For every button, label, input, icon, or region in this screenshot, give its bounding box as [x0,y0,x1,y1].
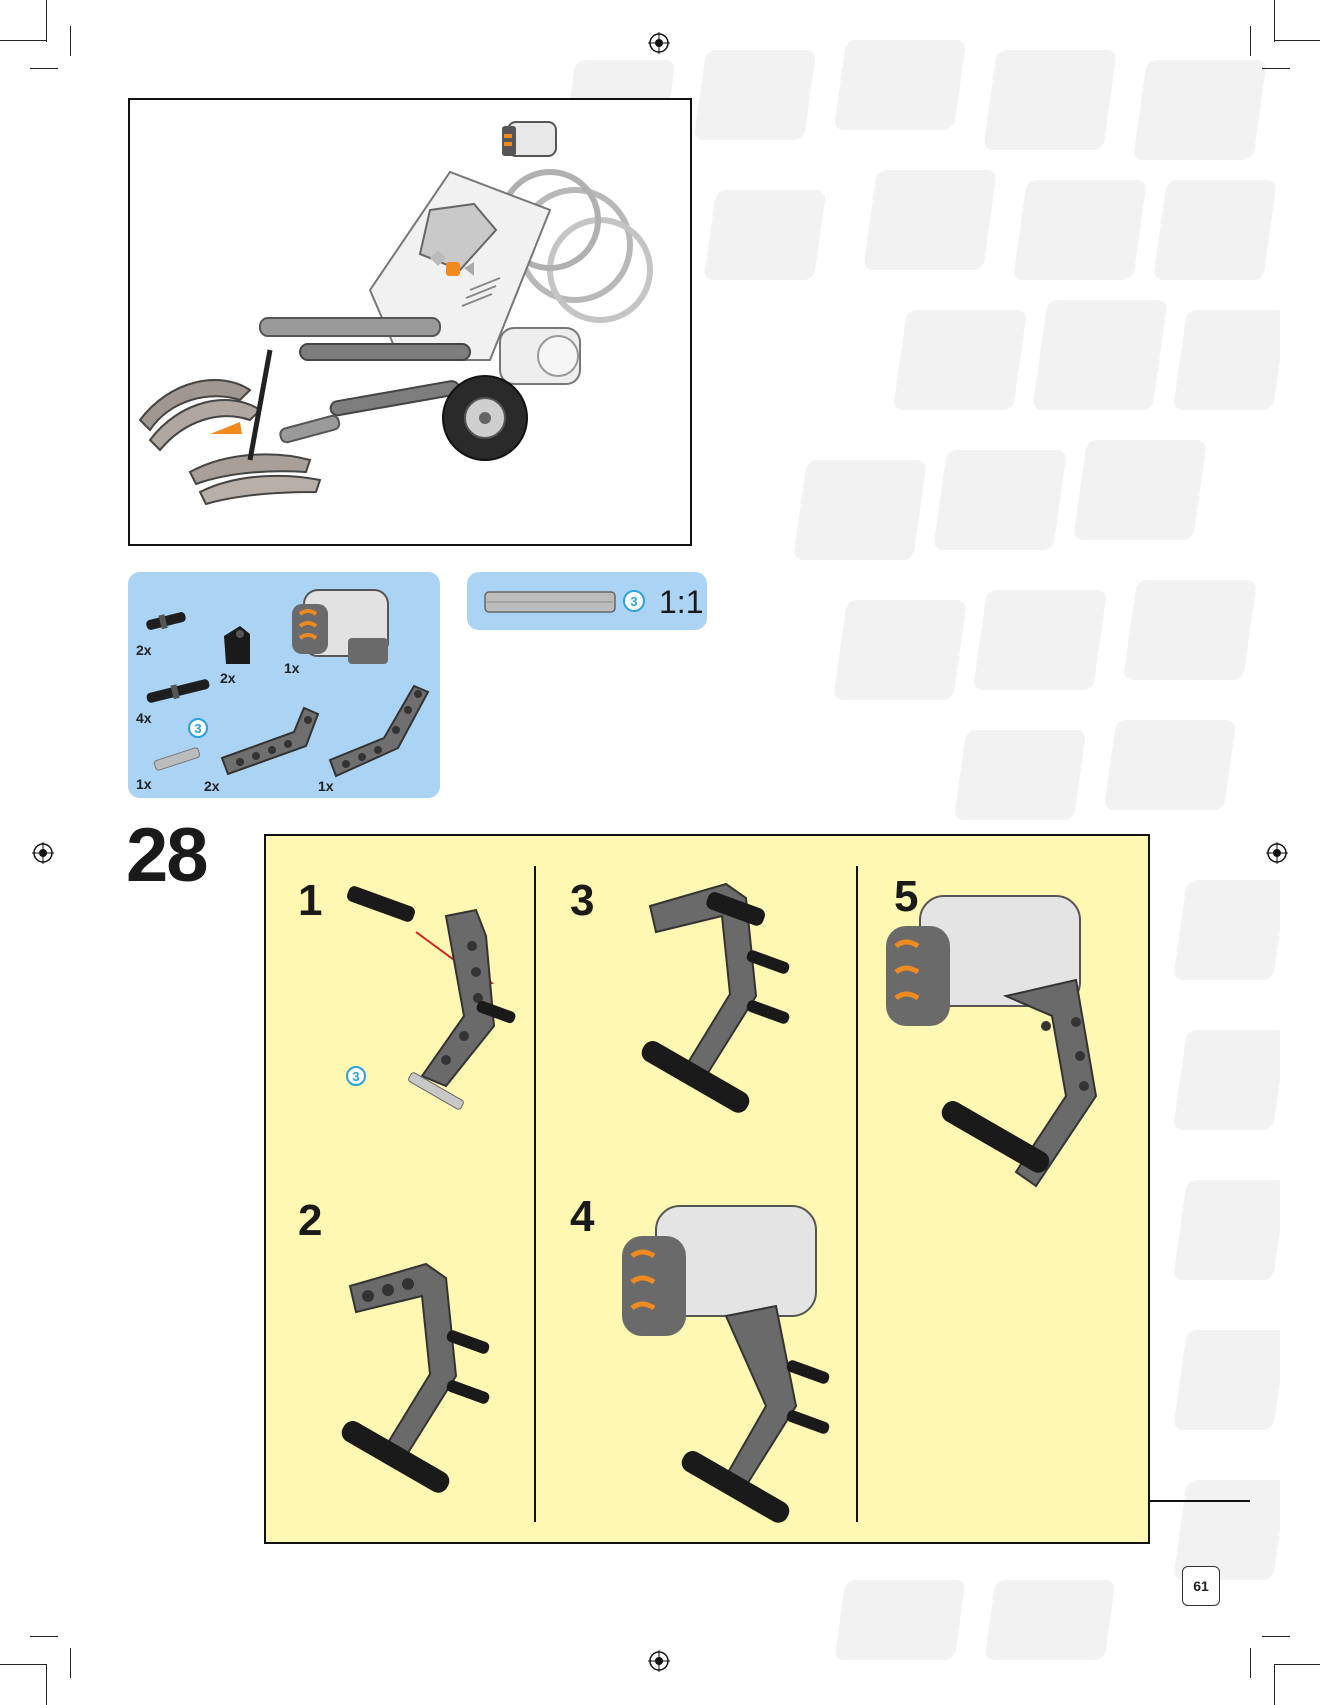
part-qty: 2x [136,642,152,658]
scale-reference: 3 1:1 [467,572,707,630]
step-panel: 1 3 2 3 4 5 [264,834,1150,1544]
substep-3-illustration [636,876,816,1136]
part-qty: 1x [318,778,334,794]
part-qty: 2x [220,670,236,686]
substep-5-illustration [876,876,1116,1216]
step-number: 28 [126,812,207,899]
part-qty: 2x [204,778,220,794]
axle-length-callout: 3 [623,590,645,612]
registration-mark-icon [648,32,670,54]
angle-connector-icon [220,622,254,668]
registration-mark-icon [648,1650,670,1672]
scale-ratio: 1:1 [659,584,703,621]
bent-beam-l-icon [214,702,324,778]
divider [534,866,536,1522]
part-qty: 4x [136,710,152,726]
axle-icon [152,738,202,778]
registration-mark-icon [1266,842,1288,864]
axle-pin-icon [142,606,192,636]
part-qty: 1x [284,660,300,676]
part-qty: 1x [136,776,152,792]
axle-1to1-icon [483,588,617,616]
page-number: 61 [1182,1566,1220,1606]
substep-2-illustration [336,1256,516,1516]
robot-illustration [130,100,690,544]
completed-model-preview [128,98,692,546]
edge-rule [1150,1500,1250,1502]
long-pin-icon [142,672,214,708]
divider [856,866,858,1522]
sensor-icon [288,582,396,672]
substep-label: 1 [298,876,322,926]
substep-4-illustration [616,1186,846,1526]
substep-1-illustration [326,876,526,1146]
registration-mark-icon [32,842,54,864]
substep-label: 3 [570,876,594,926]
parts-list: 2x 2x 1x 4x 3 1x 2x 1x [128,572,440,798]
bent-beam-icon [324,678,434,778]
axle-length-callout: 3 [188,718,208,738]
axle-length-callout: 3 [346,1066,366,1086]
substep-label: 2 [298,1196,322,1246]
substep-label: 4 [570,1192,594,1242]
